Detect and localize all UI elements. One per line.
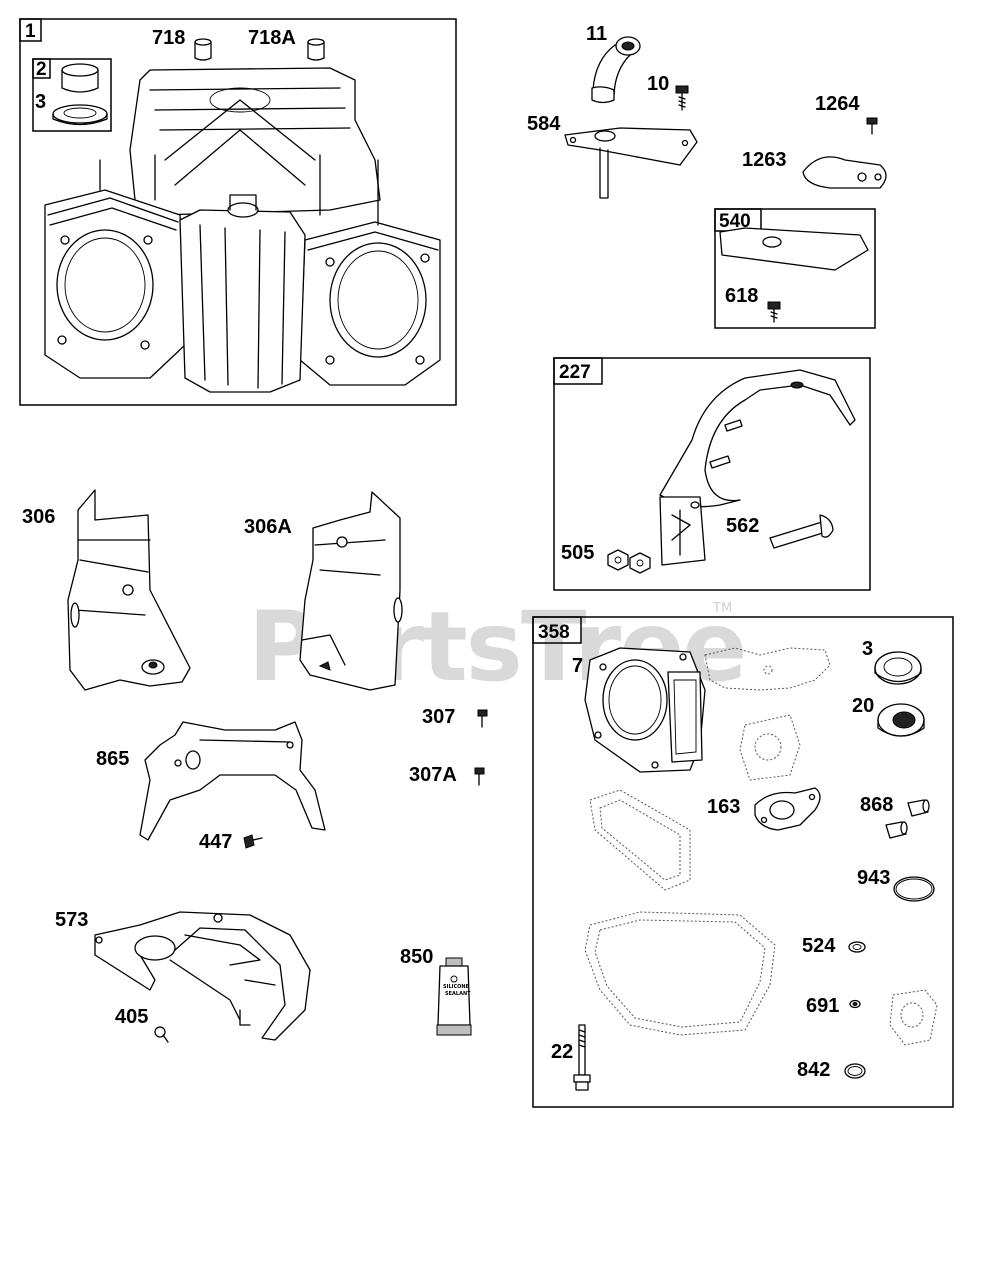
label-524: 524 [802,935,836,957]
shroud-306a [299,491,403,691]
dowel-pin-718a [307,38,325,61]
bushing-kit-tag [32,58,51,79]
engine-block-number: 1 [25,21,36,42]
deflector-540-group[interactable]: 540 618 [714,208,876,329]
oring-943 [893,876,935,902]
oil-fill-group[interactable]: 11 10 584 [527,23,698,199]
label-943: 943 [857,867,890,889]
seal-3 [874,651,922,685]
label-447: 447 [199,831,232,853]
screw-307a [474,767,485,786]
label-405: 405 [115,1006,148,1028]
gasket-crankcase [584,911,776,1036]
label-163: 163 [707,796,740,818]
head-gasket-7 [584,647,706,773]
seal-20 [877,703,925,737]
gasket-dashed-691 [889,989,938,1046]
washer-691 [849,999,861,1009]
label-584: 584 [527,113,561,135]
tube-text-2: SEALANT [445,991,471,997]
label-850: 850 [400,946,433,968]
label-10: 10 [647,73,669,95]
watermark-tm: TM [712,601,732,616]
label-306a: 306A [244,516,292,538]
gasket-set-number: 358 [538,622,570,643]
label-562: 562 [726,515,759,537]
sealant-850-group[interactable]: 850 SILICONE SEALANT [400,946,472,1036]
label-865: 865 [96,748,129,770]
label-718: 718 [152,27,185,49]
label-7: 7 [572,655,583,677]
engine-block-illustration [44,67,441,393]
label-691: 691 [806,995,839,1017]
breather-plate-584 [564,127,698,199]
sealant-tube-850: SILICONE SEALANT [436,957,472,1036]
label-842: 842 [797,1059,830,1081]
engine-block-box [19,18,457,406]
baffle-227-number: 227 [559,362,591,383]
deflector-540-box [714,208,876,329]
baffle-227-illustration [659,369,856,566]
label-307: 307 [422,706,455,728]
label-11: 11 [586,23,607,45]
bolt-22 [573,1024,591,1091]
baffle-227-group[interactable]: 227 505 562 [553,357,871,591]
screw-405 [154,1026,169,1043]
shroud-306a-group[interactable]: 306A [244,491,403,691]
tube-text-1: SILICONE [443,984,470,990]
nut-505 [607,549,651,574]
housing-573-group[interactable]: 573 405 [55,909,311,1043]
cover-1263 [802,156,887,189]
label-618: 618 [725,285,758,307]
screw-307 [477,709,488,728]
baffle-227-box [553,357,871,591]
bolt-562 [769,514,834,549]
screw-447 [243,834,263,849]
gasket-set-358-group[interactable]: 358 7 3 20 163 868 943 524 691 842 22 [532,616,954,1108]
label-22: 22 [551,1041,573,1063]
bushing-kit-number: 2 [36,59,47,80]
cover-1263-group[interactable]: 1264 1263 [742,93,887,189]
label-718a: 718A [248,27,296,49]
dowel-pin-718 [194,38,212,61]
gasket-set-box [532,616,954,1108]
shroud-306 [67,489,191,691]
plate-865-group[interactable]: 865 447 [96,721,326,853]
engine-block-tag [19,18,42,42]
gasket-intake-dashed [739,714,801,781]
gasket-valve-cover-large [589,789,691,891]
engine-block-group[interactable]: 1 2 3 718 718A [19,18,457,406]
shroud-306-group[interactable]: 306 [22,489,191,691]
label-1263: 1263 [742,149,787,171]
label-573: 573 [55,909,88,931]
label-307a: 307A [409,764,457,786]
label-1264: 1264 [815,93,860,115]
gasket-163 [754,787,821,831]
screw-618 [767,301,781,323]
deflector-540-number: 540 [719,211,751,232]
oring-842 [844,1063,866,1079]
housing-573 [94,911,311,1041]
bolt-10 [675,85,689,111]
bushing-illustration [52,63,108,126]
gasket-set-tag [532,616,582,644]
screw-307-group[interactable]: 307 307A [409,706,488,786]
bushing-kit-box [32,58,112,132]
label-20: 20 [852,695,874,717]
baffle-227-tag [553,357,603,385]
deflector-plate-540 [719,227,869,271]
label-306: 306 [22,506,55,528]
label-3: 3 [862,638,873,660]
gasket-valve-cover-top [704,647,831,691]
bushing-868 [885,799,930,839]
oil-fill-tube-illustration [591,36,641,104]
washer-524 [848,941,866,953]
plate-865 [139,721,326,841]
screw-1264 [866,117,878,135]
label-868: 868 [860,794,893,816]
label-505: 505 [561,542,594,564]
label-3-seal: 3 [35,91,46,113]
